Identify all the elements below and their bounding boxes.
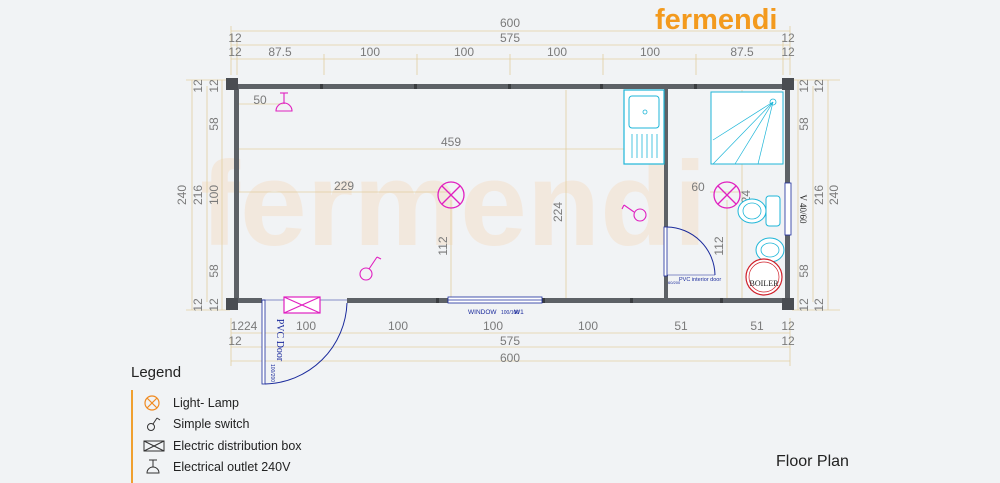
outlet-icon <box>146 459 160 474</box>
legend-label-distribution-box: Electric distribution box <box>173 438 302 453</box>
boiler-label: BOILER <box>750 279 780 288</box>
dim-right-inner: 216 <box>812 185 826 205</box>
dim-left-inner: 216 <box>191 185 205 205</box>
dim-top-right-margin: 12 <box>781 31 795 45</box>
dim-left-seg: 12 <box>207 79 221 93</box>
dim-bottom-total: 600 <box>500 351 520 365</box>
interior-door-size: 60/200 <box>668 280 681 285</box>
dim-left-seg: 12 <box>207 298 221 312</box>
dim-right-seg: 58 <box>797 117 811 131</box>
dim-top-total: 600 <box>500 16 520 30</box>
dim-left-top-12: 12 <box>191 79 205 93</box>
dim-left-bottom-12: 12 <box>191 298 205 312</box>
kitchen-sink <box>623 89 665 165</box>
dim-bottom-margin-left: 12 <box>228 334 242 348</box>
pvc-door-size-label: 100/200 <box>269 364 275 382</box>
dim-d112b: 112 <box>712 236 726 255</box>
dim-bottom-seg: 100 <box>296 319 316 333</box>
washbasin <box>755 237 785 263</box>
window-code-label: W1 <box>514 309 524 316</box>
watermark: fermendi <box>200 137 707 271</box>
dim-right-bottom-12: 12 <box>812 298 826 312</box>
dim-bottom-seg: 51 <box>750 319 764 333</box>
dim-bottom-seg: 51 <box>674 319 688 333</box>
legend-items: Light- Lamp Simple switch Electric distr… <box>143 392 302 478</box>
legend-item-switch: Simple switch <box>143 414 302 436</box>
dim-left-seg: 58 <box>207 117 221 131</box>
legend: Legend Light- Lamp Simple switch <box>131 362 391 483</box>
left-dimensions: 240 216 12 12 12 58 100 58 12 <box>175 79 230 312</box>
legend-item-outlet: Electrical outlet 240V <box>143 457 302 479</box>
switch-icon <box>621 204 647 222</box>
legend-title: Legend <box>131 364 182 381</box>
dim-bottom-margin: 12 <box>781 319 795 333</box>
legend-label-outlet: Electrical outlet 240V <box>173 460 291 475</box>
pvc-interior-door: PVC interior door 60/200 <box>663 226 721 285</box>
switch-icon <box>147 417 161 432</box>
legend-item-distribution-box: Electric distribution box <box>143 435 302 457</box>
dim-d60: 60 <box>691 180 705 194</box>
dim-d50: 50 <box>253 93 267 107</box>
dim-left-outer: 240 <box>175 185 189 205</box>
dim-right-seg: 58 <box>797 264 811 278</box>
outlet-icon <box>275 92 293 112</box>
dim-top-seg: 100 <box>640 45 660 59</box>
legend-label-lamp: Light- Lamp <box>173 395 240 410</box>
dim-top-seg: 100 <box>454 45 474 59</box>
dim-right-top-12: 12 <box>812 79 826 93</box>
bottom-dimensions: 1224 100 100 100 100 51 51 12 12 575 12 … <box>228 318 795 366</box>
top-dimensions: 600 12 575 12 12 87.5 100 100 100 100 87… <box>228 16 795 75</box>
dim-top-seg: 87.5 <box>268 45 292 59</box>
shower-tray <box>710 91 784 165</box>
dim-top-inner: 575 <box>500 31 520 45</box>
dim-left-seg: 58 <box>207 264 221 278</box>
dim-bottom-margin-right: 12 <box>781 334 795 348</box>
dim-right-outer: 240 <box>827 185 841 205</box>
dim-bottom-seg: 100 <box>388 319 408 333</box>
dim-d459: 459 <box>441 135 461 149</box>
interior-door-label: PVC interior door <box>679 277 721 283</box>
dim-bottom-seg: 100 <box>483 319 503 333</box>
dim-top-seg: 100 <box>547 45 567 59</box>
dim-top-seg: 100 <box>360 45 380 59</box>
legend-accent-bar <box>131 390 133 483</box>
watermark-text: fermendi <box>200 137 707 271</box>
dim-right-seg: 12 <box>797 79 811 93</box>
distribution-box-icon <box>283 296 321 314</box>
window-w1: WINDOW 100/100 W1 <box>447 296 543 316</box>
toilet <box>737 195 781 227</box>
dim-top-left-margin: 12 <box>228 31 242 45</box>
dim-top-left-margin-2: 12 <box>228 45 242 59</box>
lamp-icon <box>713 181 741 209</box>
switch-icon <box>359 256 382 281</box>
lamp-icon <box>144 395 160 411</box>
lamp-icon <box>437 181 465 209</box>
distribution-box-icon <box>143 440 165 452</box>
interior-partition <box>664 89 668 298</box>
legend-item-lamp: Light- Lamp <box>143 392 302 414</box>
vent-label: V 40/60 <box>798 194 808 224</box>
dim-bottom-seg: 1224 <box>231 319 258 333</box>
vent-window: V 40/60 <box>784 182 808 236</box>
dim-bottom-inner: 575 <box>500 334 520 348</box>
pvc-door-label: PVC Door <box>274 319 285 362</box>
boiler: BOILER <box>745 258 783 296</box>
legend-label-switch: Simple switch <box>173 417 250 432</box>
dim-top-seg: 87.5 <box>730 45 754 59</box>
dim-bottom-seg: 100 <box>578 319 598 333</box>
dim-right-seg: 12 <box>797 298 811 312</box>
dim-top-right-margin-2: 12 <box>781 45 795 59</box>
window-label: WINDOW <box>468 309 497 316</box>
dim-d112a: 112 <box>436 236 450 255</box>
window-size-label: 100/100 <box>501 310 519 316</box>
dim-left-seg: 100 <box>207 185 221 205</box>
right-dimensions: 12 58 58 12 216 12 12 240 <box>792 79 841 312</box>
plan-title: Floor Plan <box>776 453 849 470</box>
dim-d229: 229 <box>334 179 354 193</box>
dim-d224: 224 <box>551 202 565 222</box>
